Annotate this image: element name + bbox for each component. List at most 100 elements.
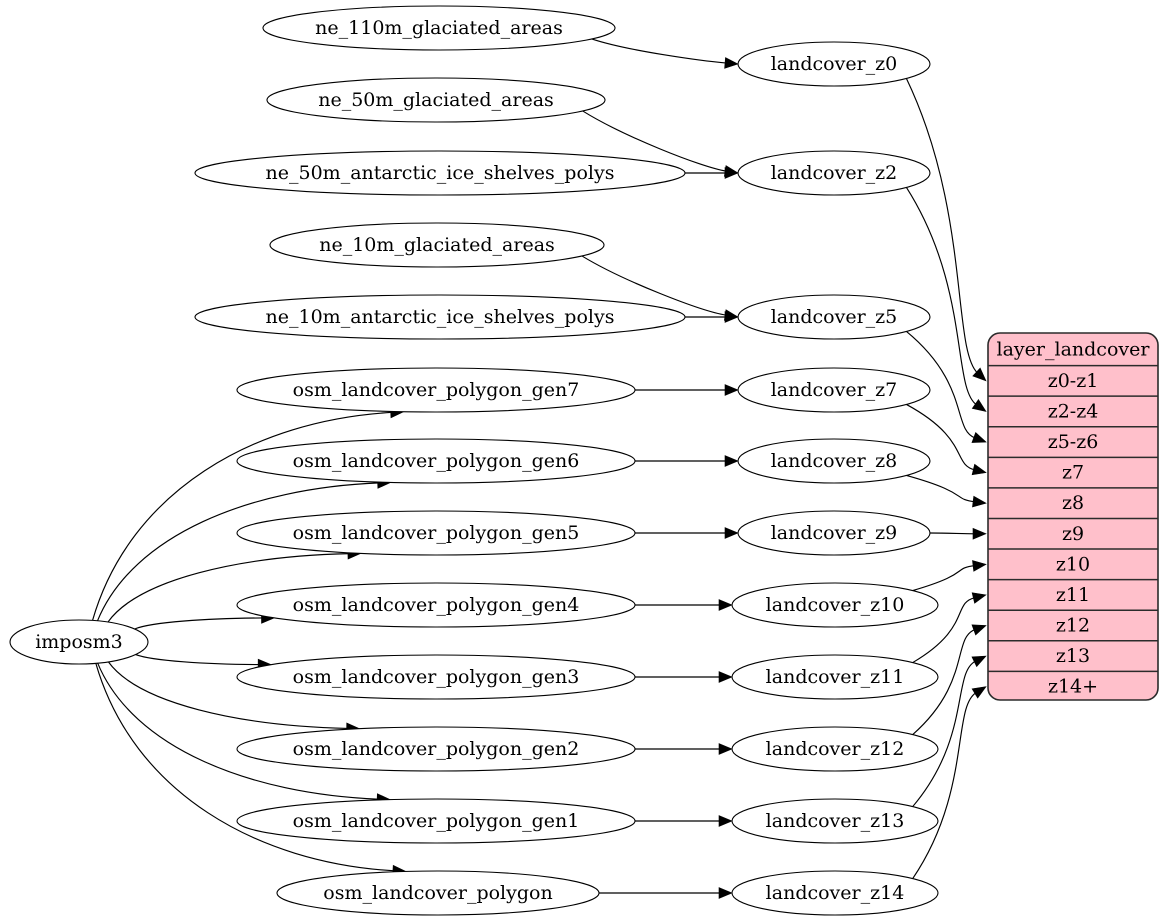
edge-line (906, 403, 975, 471)
node-osm_landcover_polygon_gen2[interactable]: osm_landcover_polygon_gen2 (236, 726, 636, 772)
node-ne_110m_glaciated_areas[interactable]: ne_110m_glaciated_areas (262, 5, 616, 51)
edge-arrowhead (971, 624, 987, 636)
node-osm_landcover_polygon_gen5[interactable]: osm_landcover_polygon_gen5 (236, 510, 636, 556)
layer-table-row-z14+[interactable]: z14+ (988, 671, 1158, 702)
node-label-landcover_z14: landcover_z14 (766, 882, 905, 904)
edge-arrowhead (971, 463, 987, 476)
node-shape-landcover_z9 (737, 510, 931, 556)
node-label-landcover_z0: landcover_z0 (771, 53, 898, 75)
edge-arrowhead (718, 599, 733, 611)
node-shape-landcover_z7 (737, 367, 931, 413)
edge-arrowhead (971, 686, 987, 699)
node-osm_landcover_polygon_gen4[interactable]: osm_landcover_polygon_gen4 (236, 582, 636, 628)
node-landcover_z14[interactable]: landcover_z14 (731, 870, 939, 916)
edge-arrowhead (724, 455, 739, 467)
node-label-ne_50m_glaciated_areas: ne_50m_glaciated_areas (318, 89, 554, 111)
node-shape-landcover_z5 (737, 294, 931, 340)
edge-arrowhead (718, 743, 733, 755)
node-label-osm_landcover_polygon_gen2: osm_landcover_polygon_gen2 (293, 738, 580, 760)
edge-arrowhead (724, 527, 739, 539)
node-shape-landcover_z8 (737, 438, 931, 484)
edge-landcover_z5-to-z5-z6 (906, 330, 987, 443)
edge-osm_landcover_polygon_gen2-to-landcover_z12 (634, 743, 733, 755)
edge-line (912, 692, 977, 879)
edge-arrowhead (724, 311, 739, 323)
node-landcover_z9[interactable]: landcover_z9 (737, 510, 931, 556)
edge-ne_110m_glaciated_areas-to-landcover_z0 (591, 38, 739, 69)
edge-line (107, 661, 349, 730)
node-shape-ne_110m_glaciated_areas (262, 5, 616, 51)
node-label-osm_landcover_polygon_gen4: osm_landcover_polygon_gen4 (293, 594, 580, 616)
node-ne_50m_glaciated_areas[interactable]: ne_50m_glaciated_areas (266, 77, 606, 123)
node-osm_landcover_polygon_gen6[interactable]: osm_landcover_polygon_gen6 (236, 438, 636, 484)
edge-imposm3-to-osm_landcover_polygon_gen3 (135, 654, 272, 671)
node-label-osm_landcover_polygon_gen5: osm_landcover_polygon_gen5 (293, 522, 580, 544)
edge-line (905, 187, 977, 406)
node-landcover_z10[interactable]: landcover_z10 (731, 582, 939, 628)
edge-osm_landcover_polygon_gen1-to-landcover_z13 (635, 815, 733, 827)
node-shape-osm_landcover_polygon_gen4 (236, 582, 636, 628)
layer-table-row-z2-z4[interactable]: z2-z4 (988, 396, 1158, 427)
layer-table-row-z7[interactable]: z7 (988, 457, 1158, 488)
nodes-layer: imposm3 ne_110m_glaciated_areas ne_50m_gla… (9, 5, 939, 916)
layer-table-row-z11[interactable]: z11 (988, 580, 1158, 611)
edge-arrowhead (724, 384, 739, 396)
node-shape-landcover_z12 (731, 726, 939, 772)
edge-line (912, 565, 975, 592)
node-label-landcover_z10: landcover_z10 (766, 594, 905, 616)
node-landcover_z7[interactable]: landcover_z7 (737, 367, 931, 413)
node-osm_landcover_polygon_gen1[interactable]: osm_landcover_polygon_gen1 (236, 798, 636, 844)
node-shape-landcover_z13 (731, 798, 939, 844)
node-label-landcover_z7: landcover_z7 (771, 379, 898, 401)
node-label-osm_landcover_polygon_gen6: osm_landcover_polygon_gen6 (293, 450, 580, 472)
edge-arrowhead (718, 887, 733, 899)
node-landcover_z8[interactable]: landcover_z8 (737, 438, 931, 484)
node-label-ne_10m_glaciated_areas: ne_10m_glaciated_areas (319, 234, 555, 256)
layer-table-row-z10[interactable]: z10 (988, 549, 1158, 580)
node-label-landcover_z8: landcover_z8 (771, 450, 898, 472)
node-shape-landcover_z0 (737, 41, 931, 87)
edge-line (906, 330, 976, 439)
node-ne_10m_antarctic_ice_shelves_polys[interactable]: ne_10m_antarctic_ice_shelves_polys (194, 294, 686, 340)
node-osm_landcover_polygon_gen3[interactable]: osm_landcover_polygon_gen3 (236, 654, 636, 700)
edge-arrowhead (724, 57, 739, 69)
node-shape-osm_landcover_polygon_gen5 (236, 510, 636, 556)
edge-line (582, 110, 727, 172)
node-label-ne_10m_antarctic_ice_shelves_polys: ne_10m_antarctic_ice_shelves_polys (266, 306, 615, 328)
edge-osm_landcover_polygon_gen5-to-landcover_z9 (635, 527, 739, 539)
layer-table-cell-label: z11 (1056, 584, 1090, 606)
edge-arrowhead (971, 592, 987, 604)
node-ne_10m_glaciated_areas[interactable]: ne_10m_glaciated_areas (269, 222, 605, 268)
node-label-ne_110m_glaciated_areas: ne_110m_glaciated_areas (315, 17, 563, 39)
node-label-osm_landcover_polygon_gen1: osm_landcover_polygon_gen1 (293, 810, 580, 832)
node-shape-ne_50m_antarctic_ice_shelves_polys (194, 150, 686, 196)
edge-arrowhead (972, 527, 987, 540)
edge-line (929, 532, 975, 535)
node-label-landcover_z12: landcover_z12 (766, 738, 905, 760)
node-osm_landcover_polygon[interactable]: osm_landcover_polygon (276, 870, 600, 916)
node-label-ne_50m_antarctic_ice_shelves_polys: ne_50m_antarctic_ice_shelves_polys (266, 162, 615, 184)
layer-table-row-z8[interactable]: z8 (988, 488, 1158, 519)
node-landcover_z5[interactable]: landcover_z5 (737, 294, 931, 340)
edge-landcover_z11-to-z11 (912, 592, 987, 664)
node-landcover_z0[interactable]: landcover_z0 (737, 41, 931, 87)
layer-table-row-z12[interactable]: z12 (988, 610, 1158, 641)
edge-imposm3-to-osm_landcover_polygon_gen4 (134, 612, 276, 630)
layer-table-row-z5-z6[interactable]: z5-z6 (988, 427, 1158, 458)
node-shape-osm_landcover_polygon_gen2 (236, 726, 636, 772)
layer-table-row-z9[interactable]: z9 (988, 518, 1158, 549)
node-ne_50m_antarctic_ice_shelves_polys[interactable]: ne_50m_antarctic_ice_shelves_polys (194, 150, 686, 196)
node-landcover_z2[interactable]: landcover_z2 (737, 150, 931, 196)
node-osm_landcover_polygon_gen7[interactable]: osm_landcover_polygon_gen7 (236, 367, 636, 413)
node-landcover_z11[interactable]: landcover_z11 (731, 654, 939, 700)
layer-table-cell-label: z12 (1056, 615, 1090, 637)
node-landcover_z12[interactable]: landcover_z12 (731, 726, 939, 772)
node-imposm3[interactable]: imposm3 (9, 619, 149, 665)
edge-osm_landcover_polygon_gen4-to-landcover_z10 (635, 599, 733, 611)
layer-table-row-z0-z1[interactable]: z0-z1 (988, 366, 1158, 397)
layer-table-row-z13[interactable]: z13 (988, 641, 1158, 672)
edge-line (95, 663, 395, 872)
node-landcover_z13[interactable]: landcover_z13 (731, 798, 939, 844)
edge-landcover_z13-to-z13 (912, 655, 987, 807)
